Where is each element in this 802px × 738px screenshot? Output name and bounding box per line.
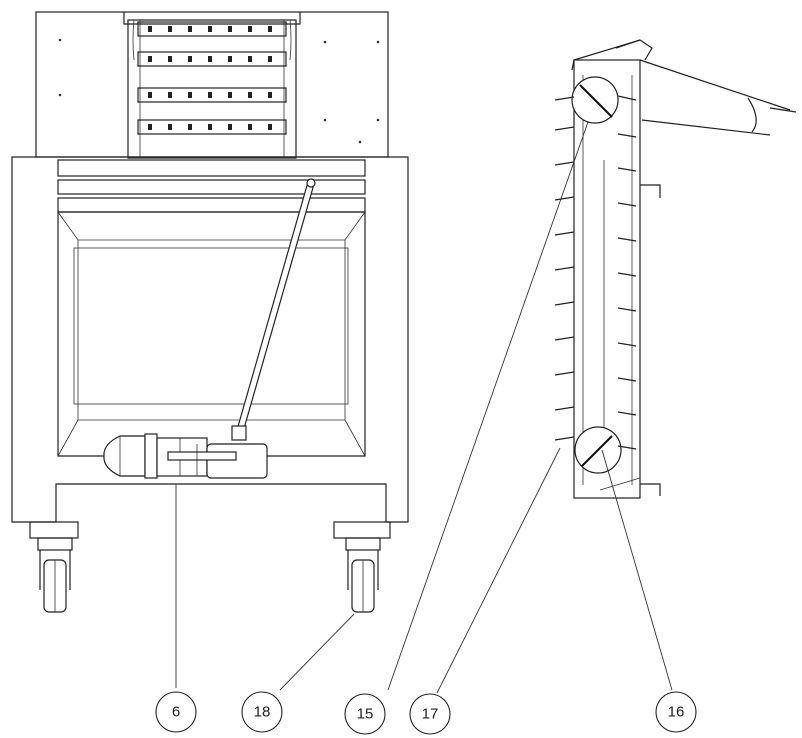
callout-17-label: 17 xyxy=(422,706,439,723)
callout-6-label: 6 xyxy=(172,704,180,721)
cart-body xyxy=(11,156,409,523)
callout-18-label: 18 xyxy=(254,704,271,721)
callout-17: 17 xyxy=(409,693,451,735)
upper-back-panel xyxy=(35,11,389,158)
front-view-cart xyxy=(11,11,409,613)
side-view-conveyor xyxy=(554,39,797,499)
caster-wheel-right xyxy=(333,521,391,613)
callout-6: 6 xyxy=(155,691,197,733)
drain-rod-valve xyxy=(103,178,316,479)
callout-15-label: 15 xyxy=(357,706,374,723)
callout-18: 18 xyxy=(241,691,283,733)
callout-16: 16 xyxy=(655,691,697,733)
caster-wheel-left xyxy=(29,521,79,613)
leader-lines xyxy=(175,121,673,694)
callout-16-label: 16 xyxy=(668,704,685,721)
callout-15: 15 xyxy=(344,693,386,735)
chain-conveyor-front xyxy=(127,19,297,159)
